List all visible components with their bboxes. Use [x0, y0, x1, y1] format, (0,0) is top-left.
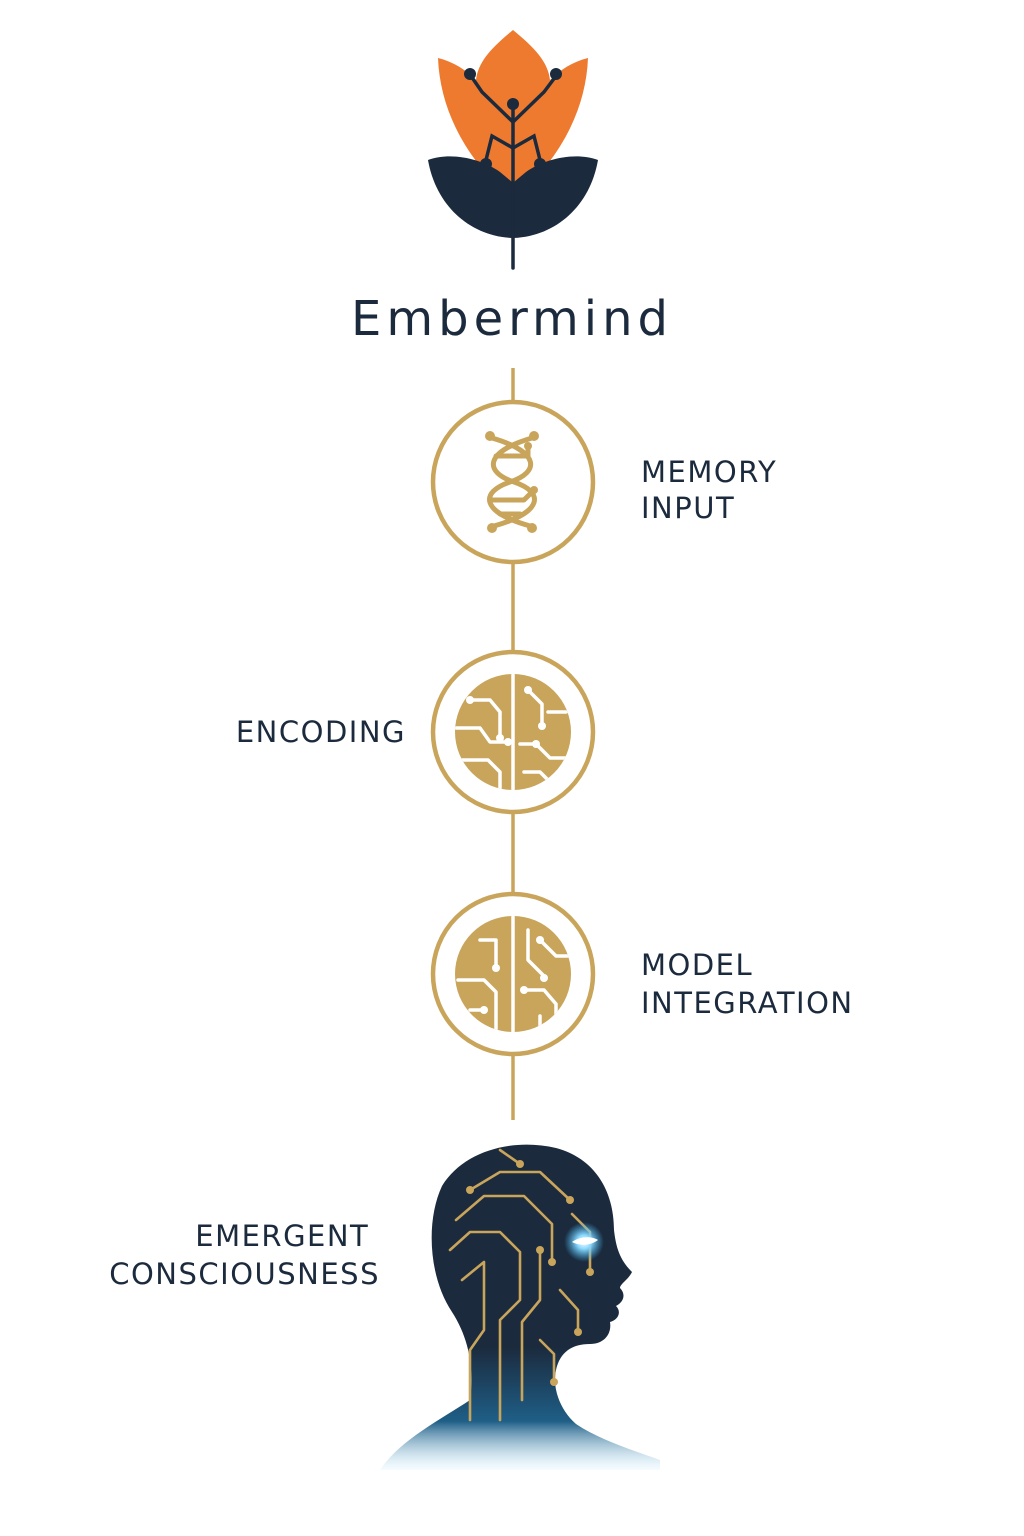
step-memory-input: MEMORY INPUT — [430, 399, 788, 565]
step-label: MEMORY INPUT — [641, 455, 788, 525]
brand-name: Embermind — [351, 291, 673, 347]
step-label-line: MODEL — [641, 948, 753, 982]
step-label-line: INPUT — [641, 491, 735, 525]
step-label-line: MEMORY — [641, 455, 777, 489]
step-label: MODEL INTEGRATION — [641, 948, 854, 1020]
step-label-line: EMERGENT — [195, 1219, 369, 1253]
step-label-line: CONSCIOUSNESS — [109, 1257, 380, 1291]
leaf-navy-right — [514, 156, 598, 238]
eye-glow — [564, 1222, 604, 1262]
leaf-navy-left — [428, 156, 512, 238]
step-model-integration: MODEL INTEGRATION — [430, 891, 854, 1057]
circuit-head-icon — [380, 1144, 660, 1470]
step-emergent-consciousness: EMERGENT CONSCIOUSNESS — [109, 1144, 660, 1470]
head-silhouette — [380, 1144, 660, 1470]
circuit-brain-icon — [430, 649, 596, 815]
step-label: EMERGENT CONSCIOUSNESS — [109, 1219, 380, 1291]
circuit-leaf-icon — [428, 30, 598, 270]
step-label-line: ENCODING — [236, 715, 406, 749]
circuit-chip-icon — [430, 891, 596, 1057]
step-encoding: ENCODING — [236, 649, 596, 815]
step-label: ENCODING — [236, 715, 406, 749]
dna-circuit-icon — [430, 399, 596, 565]
step-label-line: INTEGRATION — [641, 986, 854, 1020]
